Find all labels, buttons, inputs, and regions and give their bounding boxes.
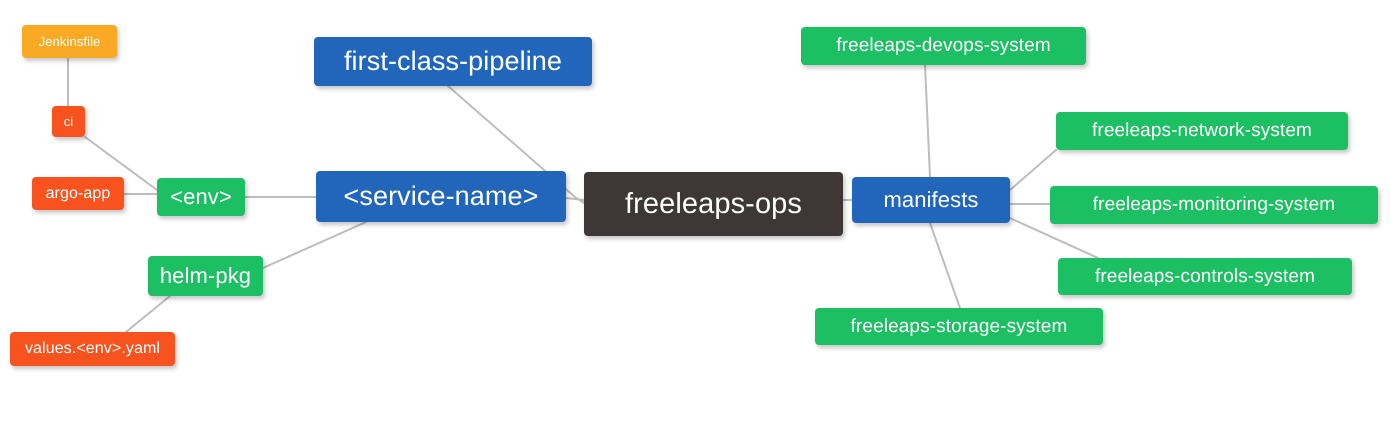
- node-freeleaps-monitoring-system[interactable]: freeleaps-monitoring-system: [1050, 186, 1378, 224]
- node-freeleaps-network-system[interactable]: freeleaps-network-system: [1056, 112, 1348, 150]
- node-jenkinsfile[interactable]: Jenkinsfile: [22, 25, 117, 58]
- node-label: freeleaps-devops-system: [836, 35, 1051, 56]
- node-argo-app[interactable]: argo-app: [32, 177, 124, 210]
- edge-manifests-to-controls_system: [1009, 217, 1099, 259]
- node-label: helm-pkg: [159, 263, 252, 288]
- node-label: freeleaps-monitoring-system: [1092, 194, 1336, 215]
- node-values-env-yaml[interactable]: values.<env>.yaml: [10, 332, 175, 366]
- node-helm-pkg[interactable]: helm-pkg: [148, 256, 263, 296]
- node-label: Jenkinsfile: [38, 34, 101, 49]
- node-freeleaps-ops[interactable]: freeleaps-ops: [584, 172, 843, 236]
- node-label: argo-app: [45, 184, 111, 202]
- node-label: freeleaps-network-system: [1092, 120, 1312, 141]
- node-label: <env>: [170, 184, 232, 209]
- node-label: freeleaps-storage-system: [850, 315, 1068, 337]
- node-label: <service-name>: [343, 181, 539, 211]
- edge-manifests-to-devops_system: [924, 64, 931, 178]
- node-ci[interactable]: ci: [52, 106, 85, 137]
- node-service-name[interactable]: <service-name>: [316, 171, 566, 222]
- node-label: values.<env>.yaml: [24, 340, 161, 357]
- node-label: ci: [63, 114, 74, 129]
- edge-helm_pkg-to-values_yaml: [125, 295, 171, 333]
- node-label: freeleaps-controls-system: [1094, 265, 1316, 287]
- node-freeleaps-controls-system[interactable]: freeleaps-controls-system: [1058, 258, 1352, 295]
- node-env[interactable]: <env>: [157, 178, 245, 216]
- node-label: manifests: [883, 187, 979, 212]
- node-label: freeleaps-ops: [624, 187, 802, 220]
- edge-root-to-service_name: [565, 197, 585, 201]
- node-freeleaps-devops-system[interactable]: freeleaps-devops-system: [801, 27, 1086, 65]
- node-freeleaps-storage-system[interactable]: freeleaps-storage-system: [815, 308, 1103, 345]
- node-first-class-pipeline[interactable]: first-class-pipeline: [314, 37, 592, 86]
- node-label: first-class-pipeline: [343, 46, 563, 76]
- edge-manifests-to-storage_system: [929, 222, 961, 309]
- node-manifests[interactable]: manifests: [852, 177, 1010, 223]
- edge-service_name-to-helm_pkg: [262, 221, 367, 269]
- edge-manifests-to-network_system: [1009, 149, 1057, 191]
